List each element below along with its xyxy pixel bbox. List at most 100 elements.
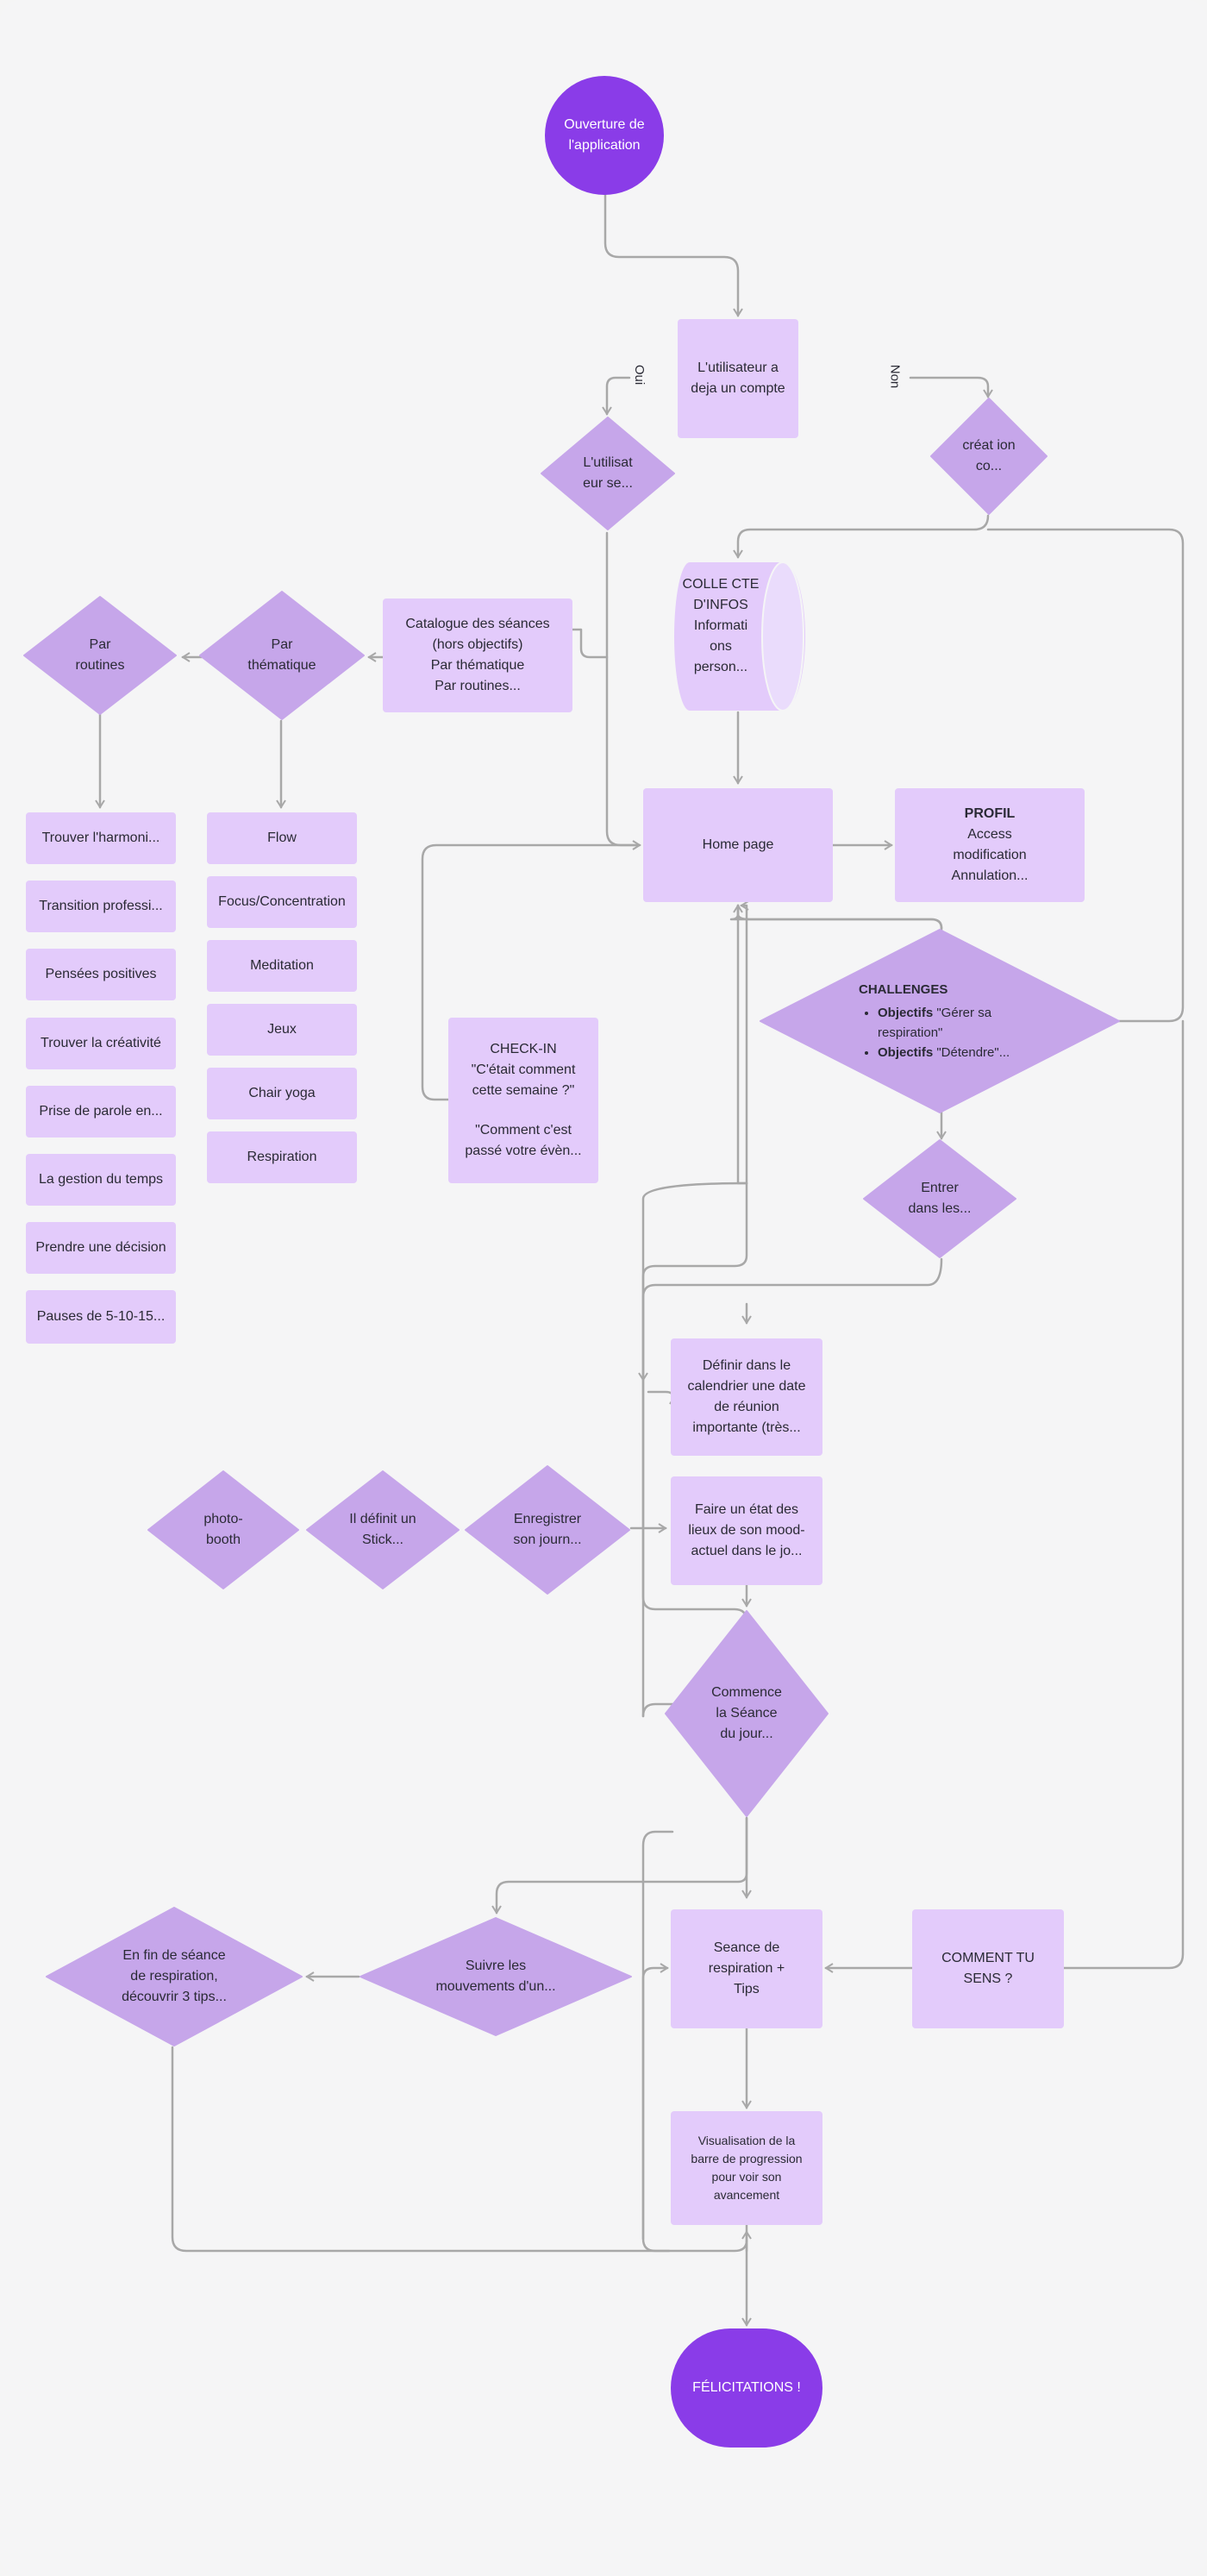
- diamond-shape: [23, 596, 177, 715]
- theme-item[interactable]: Chair yoga: [207, 1068, 357, 1119]
- breathing-session-node: Seance de respiration + Tips: [671, 1909, 822, 2028]
- account-creation-diamond: créat ion co...: [929, 397, 1048, 516]
- theme-item[interactable]: Focus/Concentration: [207, 876, 357, 928]
- theme-label: Respiration: [247, 1150, 317, 1164]
- start-label: Ouverture de l'application: [564, 117, 645, 153]
- profil-node: PROFIL Access modification Annulation...: [895, 788, 1085, 902]
- par-routines-label: Par routines: [75, 637, 125, 673]
- routine-label: Transition professi...: [39, 899, 163, 913]
- theme-item[interactable]: Meditation: [207, 940, 357, 992]
- theme-item[interactable]: Respiration: [207, 1131, 357, 1183]
- diamond-shape: [46, 1907, 303, 2046]
- how-feel-label: COMMENT TU SENS ?: [941, 1951, 1035, 1986]
- routine-item[interactable]: Trouver l'harmoni...: [26, 812, 176, 864]
- diamond-shape: [541, 417, 675, 530]
- profil-line3: Annulation...: [951, 868, 1029, 883]
- theme-label: Meditation: [250, 958, 314, 973]
- theme-item[interactable]: Flow: [207, 812, 357, 864]
- routine-item[interactable]: La gestion du temps: [26, 1154, 176, 1206]
- diamond-shape: [760, 929, 1120, 1113]
- sticker-label: Il définit un Stick...: [349, 1512, 416, 1547]
- routine-item[interactable]: Pensées positives: [26, 949, 176, 1000]
- progress-label: Visualisation de la barre de progression…: [691, 2134, 803, 2202]
- enter-label: Entrer dans les...: [908, 1181, 972, 1216]
- profil-line1: Access: [967, 827, 1012, 842]
- user-exists-diamond: L'utilisat eur se...: [540, 416, 676, 531]
- profil-line2: modification: [953, 848, 1027, 862]
- par-thematique-diamond: Par thématique: [198, 590, 366, 721]
- save-journal-label: Enregistrer son journ...: [513, 1512, 582, 1547]
- home-node: Home page: [643, 788, 833, 902]
- user-exists-label: L'utilisat eur se...: [583, 455, 633, 491]
- label-no: Non: [887, 364, 903, 389]
- home-label: Home page: [702, 837, 774, 852]
- theme-label: Jeux: [267, 1022, 297, 1037]
- theme-label: Chair yoga: [248, 1086, 316, 1100]
- par-thematique-label: Par thématique: [247, 637, 316, 673]
- routine-label: Pensées positives: [45, 967, 157, 981]
- routine-label: Trouver la créativité: [41, 1036, 161, 1050]
- progress-node: Visualisation de la barre de progression…: [671, 2111, 822, 2225]
- end-session-diamond: En fin de séance de respiration, découvr…: [45, 1906, 303, 2047]
- label-yes: Oui: [632, 364, 647, 385]
- enter-diamond: Entrer dans les...: [862, 1138, 1017, 1259]
- cylinder-shape: [674, 561, 805, 711]
- collect-info-cylinder: COLLE CTE D'INFOS Informati ons person..…: [672, 561, 807, 712]
- checkin-q2: "Comment c'est passé votre évèn...: [465, 1123, 582, 1158]
- collect-info-label: COLLE CTE D'INFOS Informati ons person..…: [682, 577, 760, 674]
- save-journal-diamond: Enregistrer son journ...: [464, 1464, 631, 1595]
- follow-moves-label: Suivre les mouvements d'un...: [435, 1959, 556, 1994]
- start-session-diamond: Commence la Séance du jour...: [664, 1609, 829, 1818]
- diamond-shape: [360, 1917, 632, 2036]
- mood-state-node: Faire un état des lieux de son mood-actu…: [671, 1476, 822, 1585]
- routine-label: Prendre une décision: [35, 1240, 166, 1255]
- define-calendar-label: Définir dans le calendrier une date de r…: [687, 1358, 806, 1435]
- par-routines-diamond: Par routines: [22, 595, 178, 716]
- profil-title: PROFIL: [964, 806, 1016, 821]
- checkin-q1: "C'était comment cette semaine ?": [471, 1062, 576, 1098]
- account-creation-label: créat ion co...: [962, 438, 1016, 473]
- checkin-title: CHECK-IN: [490, 1042, 557, 1056]
- diamond-shape: [199, 591, 365, 720]
- routine-label: Pauses de 5-10-15...: [36, 1309, 166, 1324]
- define-calendar-node: Définir dans le calendrier une date de r…: [671, 1338, 822, 1456]
- congrats-label: FÉLICITATIONS !: [692, 2380, 801, 2395]
- theme-label: Flow: [267, 830, 297, 845]
- theme-label: Focus/Concentration: [218, 894, 346, 909]
- routine-item[interactable]: Prendre une décision: [26, 1222, 176, 1274]
- routine-label: Prise de parole en...: [39, 1104, 163, 1119]
- end-session-label: En fin de séance de respiration, découvr…: [122, 1948, 227, 2004]
- routine-item[interactable]: Pauses de 5-10-15...: [26, 1290, 176, 1344]
- challenges-diamond: CHALLENGES Objectifs "Gérer sa respirati…: [759, 928, 1121, 1114]
- challenges-title: CHALLENGES: [859, 982, 948, 997]
- catalogue-line4: Par routines...: [435, 679, 521, 693]
- mood-state-label: Faire un état des lieux de son mood-actu…: [688, 1502, 805, 1558]
- challenges-content: CHALLENGES Objectifs "Gérer sa respirati…: [859, 980, 1021, 1062]
- catalogue-node: Catalogue des séances (hors objectifs) P…: [383, 599, 572, 712]
- diamond-shape: [665, 1610, 829, 1817]
- diamond-shape: [863, 1139, 1016, 1258]
- theme-item[interactable]: Jeux: [207, 1004, 357, 1056]
- catalogue-line2: (hors objectifs): [432, 637, 523, 652]
- photo-booth-diamond: photo- booth: [147, 1470, 300, 1590]
- routine-item[interactable]: Transition professi...: [26, 881, 176, 932]
- routine-label: La gestion du temps: [38, 1172, 164, 1187]
- checkin-node: CHECK-IN "C'était comment cette semaine …: [448, 1018, 598, 1183]
- challenge-item: Objectifs "Détendre"...: [878, 1043, 1021, 1062]
- diamond-shape: [465, 1465, 630, 1595]
- has-account-node: L'utilisateur a deja un compte: [678, 319, 798, 438]
- how-feel-node: COMMENT TU SENS ?: [912, 1909, 1064, 2028]
- diamond-shape: [306, 1470, 460, 1589]
- routine-item[interactable]: Trouver la créativité: [26, 1018, 176, 1069]
- challenge-item: Objectifs "Gérer sa respiration": [878, 1003, 1021, 1043]
- diamond-shape: [147, 1470, 299, 1589]
- congrats-node: FÉLICITATIONS !: [671, 2328, 822, 2448]
- start-node: Ouverture de l'application: [545, 76, 664, 195]
- catalogue-line3: Par thématique: [430, 658, 525, 673]
- routine-item[interactable]: Prise de parole en...: [26, 1086, 176, 1138]
- photo-booth-label: photo- booth: [203, 1512, 243, 1547]
- start-session-label: Commence la Séance du jour...: [711, 1685, 782, 1741]
- has-account-label: L'utilisateur a deja un compte: [691, 360, 785, 396]
- catalogue-line1: Catalogue des séances: [405, 617, 550, 631]
